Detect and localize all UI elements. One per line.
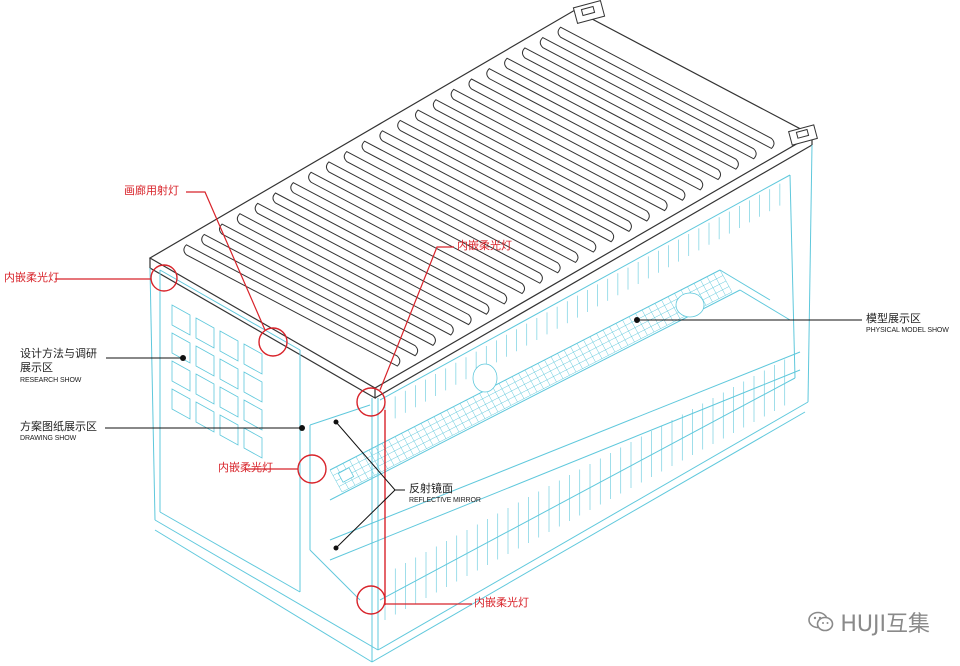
callout-circles <box>150 264 386 615</box>
roof-rib <box>504 57 722 181</box>
embedded-light-label-bottom: 内嵌柔光灯 <box>474 596 529 609</box>
roof-rib <box>415 109 632 232</box>
research-panels <box>171 304 263 459</box>
roof-rib <box>557 26 775 150</box>
roof-outline <box>148 9 814 400</box>
roof-rib <box>272 192 490 315</box>
roof-rib <box>361 140 579 264</box>
watermark-text: HUJI互集 <box>840 612 930 637</box>
research-panel <box>219 386 239 418</box>
roof-rib <box>486 68 704 191</box>
grid-line <box>341 291 733 493</box>
roof-rib <box>539 36 757 160</box>
roof-rib <box>236 213 454 336</box>
model-label-en: PHYSICAL MODEL SHOW <box>866 327 949 334</box>
research-label-line1: 设计方法与调研 <box>20 347 97 360</box>
model-props <box>337 292 705 483</box>
grid-line <box>335 280 727 482</box>
research-panel <box>243 371 263 403</box>
grid-line <box>332 275 724 476</box>
roof-corrugations <box>183 26 775 367</box>
wall-corrugations <box>384 183 786 620</box>
leader-dots <box>180 317 640 551</box>
gallery-spotlight-label: 画廊用射灯 <box>124 184 179 197</box>
research-panel <box>243 427 263 459</box>
drawing-label-en: DRAWING SHOW <box>20 435 77 442</box>
research-panel <box>243 343 263 375</box>
research-panel <box>195 345 215 377</box>
model-label: 模型展示区 <box>866 312 921 325</box>
roof-rib <box>325 161 543 284</box>
mirror-label: 反射镜面 <box>409 482 453 495</box>
roof-rib <box>183 244 401 367</box>
research-panel <box>219 330 239 362</box>
research-label-en: RESEARCH SHOW <box>20 377 82 384</box>
roof-rib <box>379 130 597 253</box>
roof-rib <box>308 171 526 295</box>
roof-rib <box>343 150 561 274</box>
research-panel <box>171 304 191 336</box>
mirror-label-en: REFLECTIVE MIRROR <box>409 497 481 504</box>
drawing-label: 方案图纸展示区 <box>20 420 97 433</box>
wechat-icon <box>808 611 834 632</box>
roof-rib <box>201 233 419 357</box>
roof-rib <box>450 88 668 212</box>
research-panel <box>195 401 215 433</box>
roof-rib <box>468 78 686 201</box>
embedded-light-label-top: 内嵌柔光灯 <box>457 239 512 252</box>
embedded-light-label-mid: 内嵌柔光灯 <box>218 461 273 474</box>
research-panel <box>171 360 191 392</box>
embedded-light-label-left: 内嵌柔光灯 <box>4 271 59 284</box>
research-panel <box>243 399 263 431</box>
research-panel <box>171 388 191 420</box>
roof-rib <box>254 202 472 326</box>
corner-castings <box>572 0 818 146</box>
container-frame <box>149 144 813 663</box>
research-panel <box>195 317 215 349</box>
roof-rib <box>290 182 508 305</box>
roof-rib <box>521 47 739 170</box>
research-panel <box>171 332 191 364</box>
research-panel <box>195 373 215 405</box>
research-label-line2: 展示区 <box>20 361 53 374</box>
watermark: HUJI互集 <box>808 606 930 638</box>
red-leaders <box>55 191 472 605</box>
roof-rib <box>432 99 650 222</box>
roof-rib <box>397 119 615 243</box>
research-panel <box>219 358 239 390</box>
grid-line <box>329 269 721 471</box>
research-panel <box>219 414 239 446</box>
black-leaders <box>105 319 862 549</box>
